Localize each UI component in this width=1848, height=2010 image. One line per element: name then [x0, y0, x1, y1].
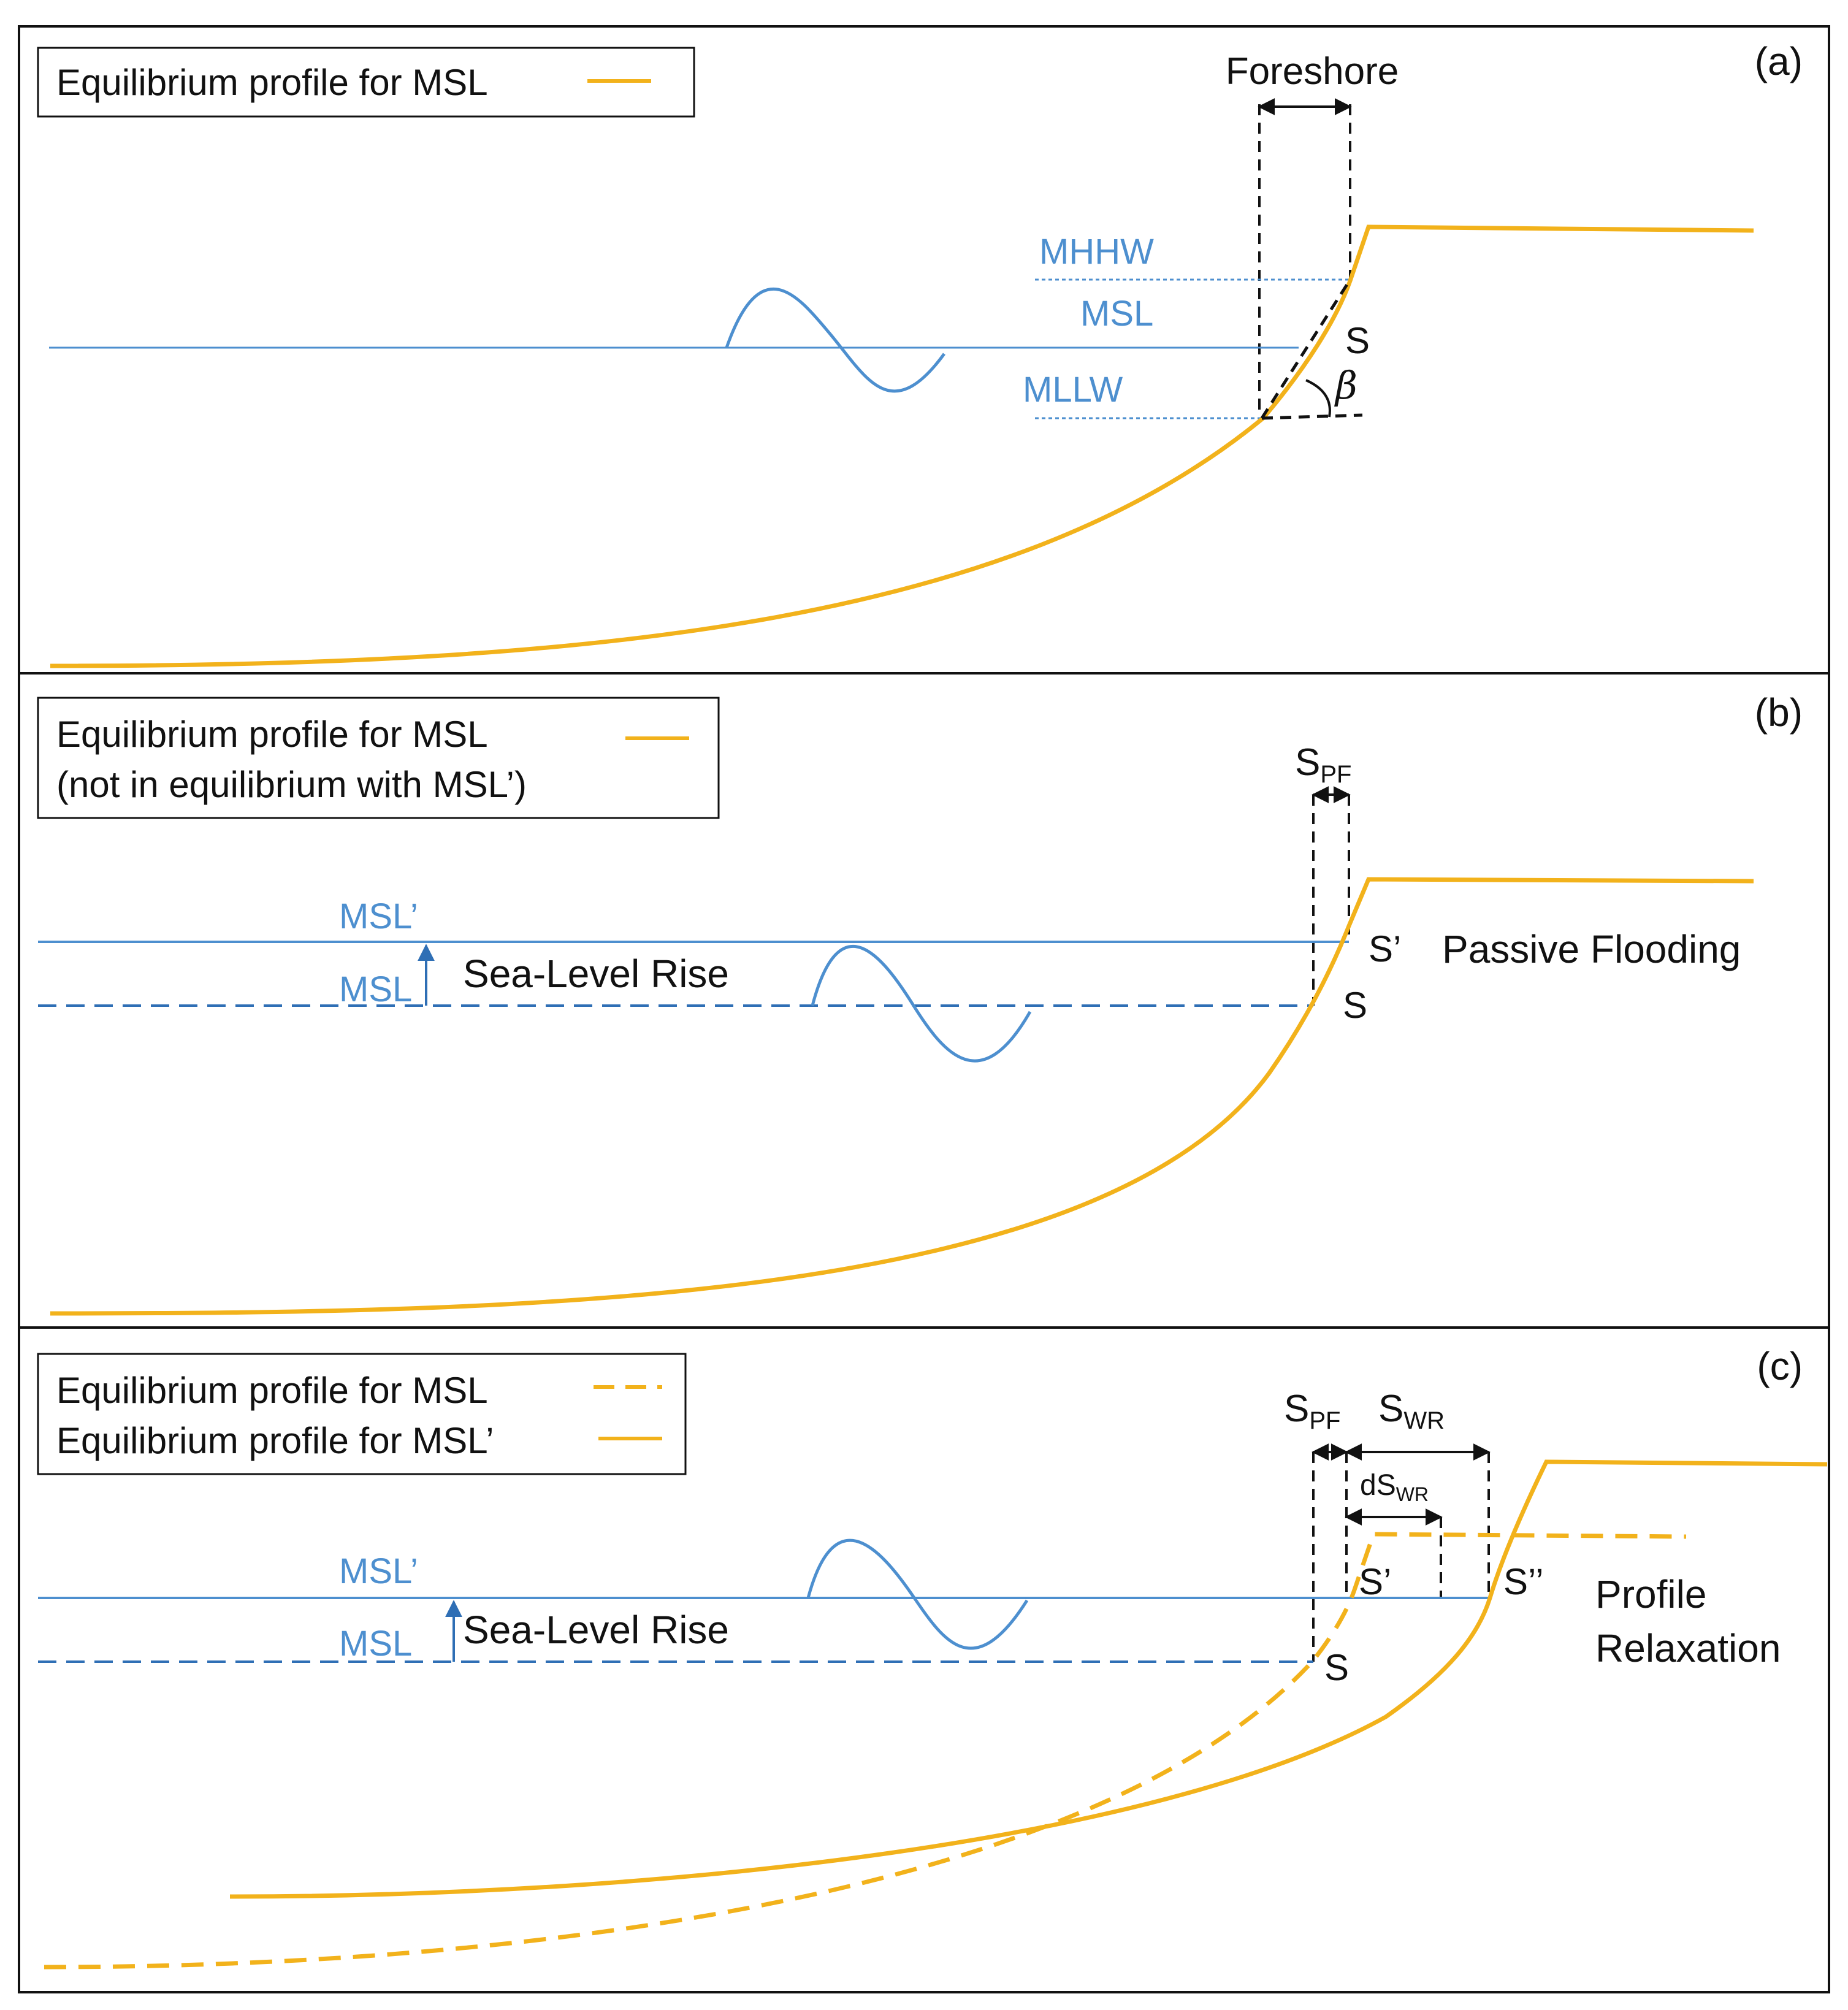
spf-label-c: SPF	[1284, 1388, 1340, 1434]
panel-c-label: (c)	[1757, 1344, 1803, 1388]
msl-label-b: MSL	[339, 969, 412, 1009]
mhhw-label: MHHW	[1039, 232, 1154, 272]
panel-b: (b) Equilibrium profile for MSL (not in …	[37, 690, 1803, 1316]
panel-c-legend-box	[37, 1353, 687, 1475]
msl-label-c: MSL	[339, 1624, 412, 1664]
panel-b-legend-line1: Equilibrium profile for MSL	[56, 714, 488, 755]
relaxation-label-line1: Profile	[1595, 1572, 1706, 1616]
panel-c: (c) Equilibrium profile for MSL Equilibr…	[37, 1344, 1828, 1970]
msl-label-a: MSL	[1080, 294, 1153, 334]
panel-b-legend-box	[37, 697, 720, 819]
s-label-a: S	[1345, 320, 1370, 361]
s-dprime-label-c: S’’	[1503, 1561, 1544, 1602]
equilibrium-profile-msl-dashed	[44, 1532, 1687, 1970]
panel-a-legend-box	[37, 47, 695, 118]
mllw-label: MLLW	[1023, 370, 1123, 410]
equilibrium-profile-b	[50, 877, 1754, 1316]
wave-c	[806, 1538, 1029, 1650]
wave-b	[811, 945, 1032, 1063]
panel-c-legend-line2: Equilibrium profile for MSL’	[56, 1420, 494, 1461]
panel-c-legend-line1: Equilibrium profile for MSL	[56, 1370, 488, 1411]
dswr-label-c: dSWR	[1360, 1469, 1429, 1505]
s-label-b: S	[1343, 985, 1367, 1026]
msl-prime-label-c: MSL’	[339, 1551, 418, 1591]
slope-line	[1260, 278, 1352, 419]
swr-label-c: SWR	[1378, 1388, 1445, 1434]
panel-a-legend-text: Equilibrium profile for MSL	[56, 62, 488, 103]
panel-b-legend-line2: (not in equilibrium with MSL’)	[56, 764, 527, 805]
beta-arc	[1305, 379, 1331, 418]
relaxation-label-line2: Relaxation	[1595, 1626, 1781, 1670]
s-prime-label-c: S’	[1359, 1561, 1391, 1602]
s-prime-label-b: S’	[1369, 928, 1401, 969]
equilibrium-profile-msl-prime-solid	[229, 1459, 1828, 1899]
msl-prime-label-b: MSL’	[339, 896, 418, 936]
figure-frame	[18, 25, 1830, 1993]
slr-label-c: Sea-Level Rise	[463, 1608, 729, 1652]
wave-a	[725, 288, 946, 393]
panel-b-label: (b)	[1755, 690, 1803, 735]
slope-base-line	[1261, 413, 1363, 420]
equilibrium-profile-a	[50, 224, 1754, 668]
passive-flooding-label: Passive Flooding	[1442, 927, 1741, 971]
beta-label: β	[1334, 363, 1357, 408]
spf-label-b: SPF	[1295, 741, 1351, 788]
panel-a-label: (a)	[1755, 39, 1803, 83]
s-label-c: S	[1324, 1647, 1349, 1688]
panel-a: (a) Equilibrium profile for MSL Foreshor…	[37, 39, 1803, 668]
slr-label-b: Sea-Level Rise	[463, 952, 729, 996]
foreshore-label: Foreshore	[1226, 50, 1399, 93]
